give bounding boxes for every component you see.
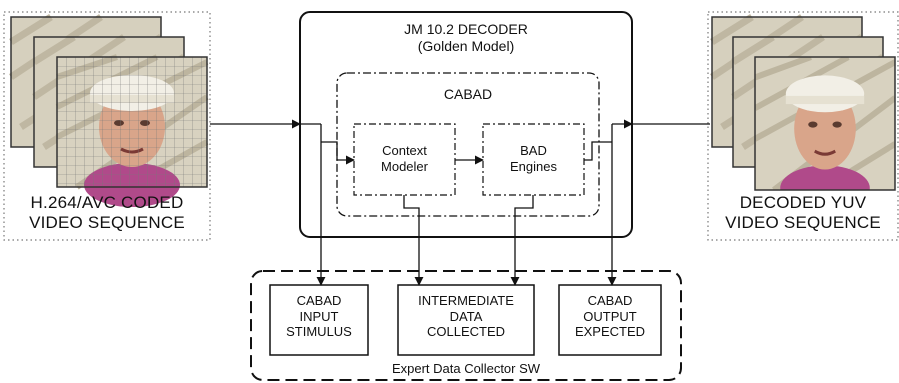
input-stimulus-line3: STIMULUS <box>286 324 352 340</box>
input-stimulus-box <box>269 284 369 356</box>
input-frame-front <box>57 57 207 207</box>
intermediate-data-line2: DATA <box>449 308 483 324</box>
decoder-title-text: JM 10.2 DECODER <box>404 21 528 37</box>
context-modeler-label: Context Modeler <box>354 143 455 174</box>
output-expected-label: CABAD OUTPUT EXPECTED <box>559 293 661 340</box>
output-expected-line1: CABAD <box>587 293 633 308</box>
intermediate-data-line3: COLLECTED <box>426 324 506 340</box>
output-expected-line2: OUTPUT <box>583 308 637 324</box>
input-label-line1: H.264/AVC CODED <box>30 193 184 212</box>
input-video-panel <box>3 11 211 241</box>
intermediate-data-line1: INTERMEDIATE <box>418 293 514 308</box>
output-video-panel <box>707 11 899 241</box>
input-stimulus-label: CABAD INPUT STIMULUS <box>270 293 368 340</box>
input-label-line2: VIDEO SEQUENCE <box>29 213 185 233</box>
decoder-subtitle-text: (Golden Model) <box>417 37 515 54</box>
output-label-line1: DECODED YUV <box>739 193 867 212</box>
output-expected-line3: EXPECTED <box>574 324 646 340</box>
bad-engines-line2: Engines <box>510 158 557 174</box>
output-label-line2: VIDEO SEQUENCE <box>725 213 881 233</box>
connectors <box>210 119 710 286</box>
bad-engines-line1: BAD <box>520 143 547 158</box>
output-label: DECODED YUV VIDEO SEQUENCE <box>708 193 898 234</box>
input-stimulus-line1: CABAD <box>296 293 342 308</box>
output-expected-box <box>558 284 662 356</box>
context-modeler-line2: Modeler <box>381 158 428 174</box>
input-stimulus-line2: INPUT <box>299 308 339 324</box>
intermediate-data-label: INTERMEDIATE DATA COLLECTED <box>398 293 534 340</box>
input-label: H.264/AVC CODED VIDEO SEQUENCE <box>4 193 210 234</box>
collector-title: Expert Data Collector SW <box>391 361 541 376</box>
collector-box <box>250 270 682 381</box>
decoder-title: JM 10.2 DECODER (Golden Model) <box>300 21 632 55</box>
intermediate-data-box <box>397 284 535 356</box>
bad-engines-label: BAD Engines <box>483 143 584 174</box>
cabad-title: CABAD <box>443 86 493 102</box>
output-frame-front <box>754 56 896 191</box>
context-modeler-line1: Context <box>382 143 427 158</box>
